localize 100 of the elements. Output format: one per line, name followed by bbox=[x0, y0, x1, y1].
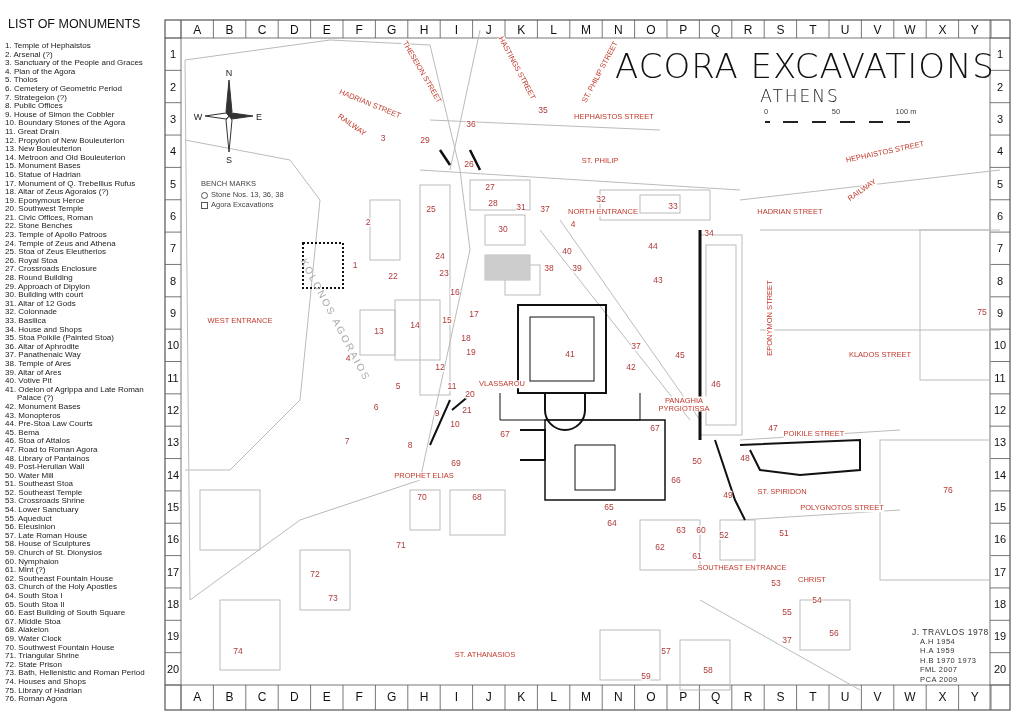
monument-list-item: 68. Aiakeion bbox=[5, 626, 50, 635]
monument-list-item: 49. Post-Herulian Wall bbox=[5, 463, 86, 472]
monument-number: 8 bbox=[407, 440, 413, 450]
compass-letter: W bbox=[193, 112, 203, 122]
monument-list-item: 20. Southwest Temple bbox=[5, 205, 85, 214]
monument-list-item: 28. Round Building bbox=[5, 274, 73, 283]
monument-number: 25 bbox=[426, 204, 436, 214]
row-number: 17 bbox=[993, 566, 1007, 578]
monument-list-item: 3. Sanctuary of the People and Graces bbox=[5, 59, 144, 68]
monument-number: 42 bbox=[626, 362, 636, 372]
column-letter: Y bbox=[970, 23, 979, 36]
monument-list-item: 61. Mint (?) bbox=[5, 566, 46, 575]
monument-list-item: 39. Altar of Ares bbox=[5, 368, 63, 378]
monument-number: 22 bbox=[388, 271, 398, 281]
monument-number: 6 bbox=[373, 402, 379, 412]
monument-number: 61 bbox=[692, 551, 702, 561]
row-number: 14 bbox=[993, 469, 1007, 481]
row-number: 2 bbox=[996, 81, 1004, 92]
monument-number: 55 bbox=[782, 607, 792, 617]
column-letter: I bbox=[454, 691, 459, 703]
monument-list-item: 22. Stone Benches bbox=[5, 222, 74, 232]
monument-list-item: 10. Boundary Stones of the Agora bbox=[5, 119, 127, 128]
column-letter: Y bbox=[970, 691, 979, 703]
row-number: 18 bbox=[993, 598, 1007, 610]
column-letter: J bbox=[485, 23, 492, 36]
monument-number: 56 bbox=[829, 628, 839, 638]
monument-list-item: 55. Aqueduct bbox=[5, 514, 52, 523]
monument-number: 74 bbox=[233, 646, 243, 656]
monument-number: 9 bbox=[434, 408, 440, 418]
monument-list-item: 67. Middle Stoa bbox=[5, 617, 61, 627]
column-letter: H bbox=[419, 23, 429, 36]
column-letter: V bbox=[873, 23, 882, 36]
monument-number: 67 bbox=[650, 423, 660, 433]
monument-number: 23 bbox=[439, 268, 449, 278]
monument-number: 30 bbox=[498, 224, 508, 234]
monument-number: 53 bbox=[771, 578, 781, 588]
row-number: 12 bbox=[993, 404, 1007, 416]
compass-letter: E bbox=[256, 112, 262, 122]
column-letter: A bbox=[193, 691, 202, 703]
monument-number: 69 bbox=[451, 458, 461, 468]
column-letter: R bbox=[743, 691, 753, 703]
monument-number: 60 bbox=[696, 525, 706, 535]
monument-number: 14 bbox=[410, 320, 420, 330]
monument-number: 57 bbox=[661, 646, 671, 656]
monument-number: 5 bbox=[395, 381, 401, 391]
monument-list-item: 74. Houses and Shops bbox=[5, 677, 87, 686]
monument-list-item: 35. Stoa Poikile (Painted Stoa) bbox=[5, 334, 115, 343]
monument-number: 18 bbox=[461, 333, 471, 343]
row-number: 7 bbox=[996, 242, 1004, 254]
column-letter: S bbox=[776, 23, 785, 36]
monument-number: 26 bbox=[464, 159, 474, 169]
column-letter: E bbox=[322, 691, 331, 703]
monument-list-item: 69. Water Clock bbox=[5, 634, 63, 644]
monument-number: 29 bbox=[420, 135, 430, 145]
monument-list-item: 57. Late Roman House bbox=[5, 531, 89, 541]
monument-number: 46 bbox=[711, 379, 721, 389]
monument-list-item: 2. Arsenal (?) bbox=[5, 50, 53, 59]
monument-list-item: 36. Altar of Aphrodite bbox=[5, 342, 80, 351]
row-number: 19 bbox=[166, 630, 180, 642]
monument-list-item: 11. Great Drain bbox=[5, 127, 61, 137]
monument-number: 15 bbox=[442, 315, 452, 325]
monument-list-item: 43. Monopteros bbox=[5, 411, 62, 420]
row-number: 9 bbox=[996, 307, 1004, 319]
monument-list-item: 8. Public Offices bbox=[5, 102, 63, 111]
row-number: 6 bbox=[996, 210, 1004, 222]
monument-list-item: 27. Crossroads Enclosure bbox=[5, 265, 99, 275]
monument-number: 20 bbox=[465, 389, 475, 399]
column-letter: O bbox=[646, 23, 656, 36]
column-letter: D bbox=[290, 23, 299, 36]
row-number: 1 bbox=[996, 48, 1004, 60]
row-number: 5 bbox=[169, 178, 177, 190]
list-heading: LIST OF MONUMENTS bbox=[8, 18, 141, 31]
monument-list-item: 32. Colonnade bbox=[5, 308, 59, 317]
row-number: 4 bbox=[996, 145, 1004, 157]
monument-number: 36 bbox=[466, 119, 476, 129]
column-letter: U bbox=[840, 23, 850, 36]
row-number: 12 bbox=[166, 404, 180, 416]
monument-number: 51 bbox=[779, 528, 789, 538]
column-letter: K bbox=[517, 23, 526, 36]
row-number: 3 bbox=[996, 113, 1004, 125]
monument-number: 37 bbox=[782, 635, 792, 645]
monument-list-item: 9. House of Simon the Cobbler bbox=[5, 110, 116, 120]
monument-number: 43 bbox=[653, 275, 663, 285]
row-number: 14 bbox=[166, 469, 180, 481]
monument-number: 58 bbox=[703, 665, 713, 675]
credit-line: J. TRAVLOS 1978 bbox=[912, 628, 989, 637]
column-letter: M bbox=[581, 691, 591, 703]
monument-number: 66 bbox=[671, 475, 681, 485]
monument-number: 3 bbox=[380, 133, 386, 143]
monument-list-item: 56. Eleusinion bbox=[5, 523, 57, 532]
monument-number: 38 bbox=[544, 263, 554, 273]
monument-number: 31 bbox=[516, 202, 526, 212]
monument-number: 27 bbox=[485, 182, 495, 192]
monument-list-item: 45. Bema bbox=[5, 428, 41, 438]
row-number: 16 bbox=[166, 533, 180, 545]
monument-number: 32 bbox=[596, 194, 606, 204]
column-letter: G bbox=[386, 23, 397, 36]
monument-list-item: 21. Civic Offices, Roman bbox=[5, 213, 94, 223]
monument-list-item: 16. Statue of Hadrian bbox=[5, 170, 82, 180]
row-number: 3 bbox=[169, 113, 177, 125]
